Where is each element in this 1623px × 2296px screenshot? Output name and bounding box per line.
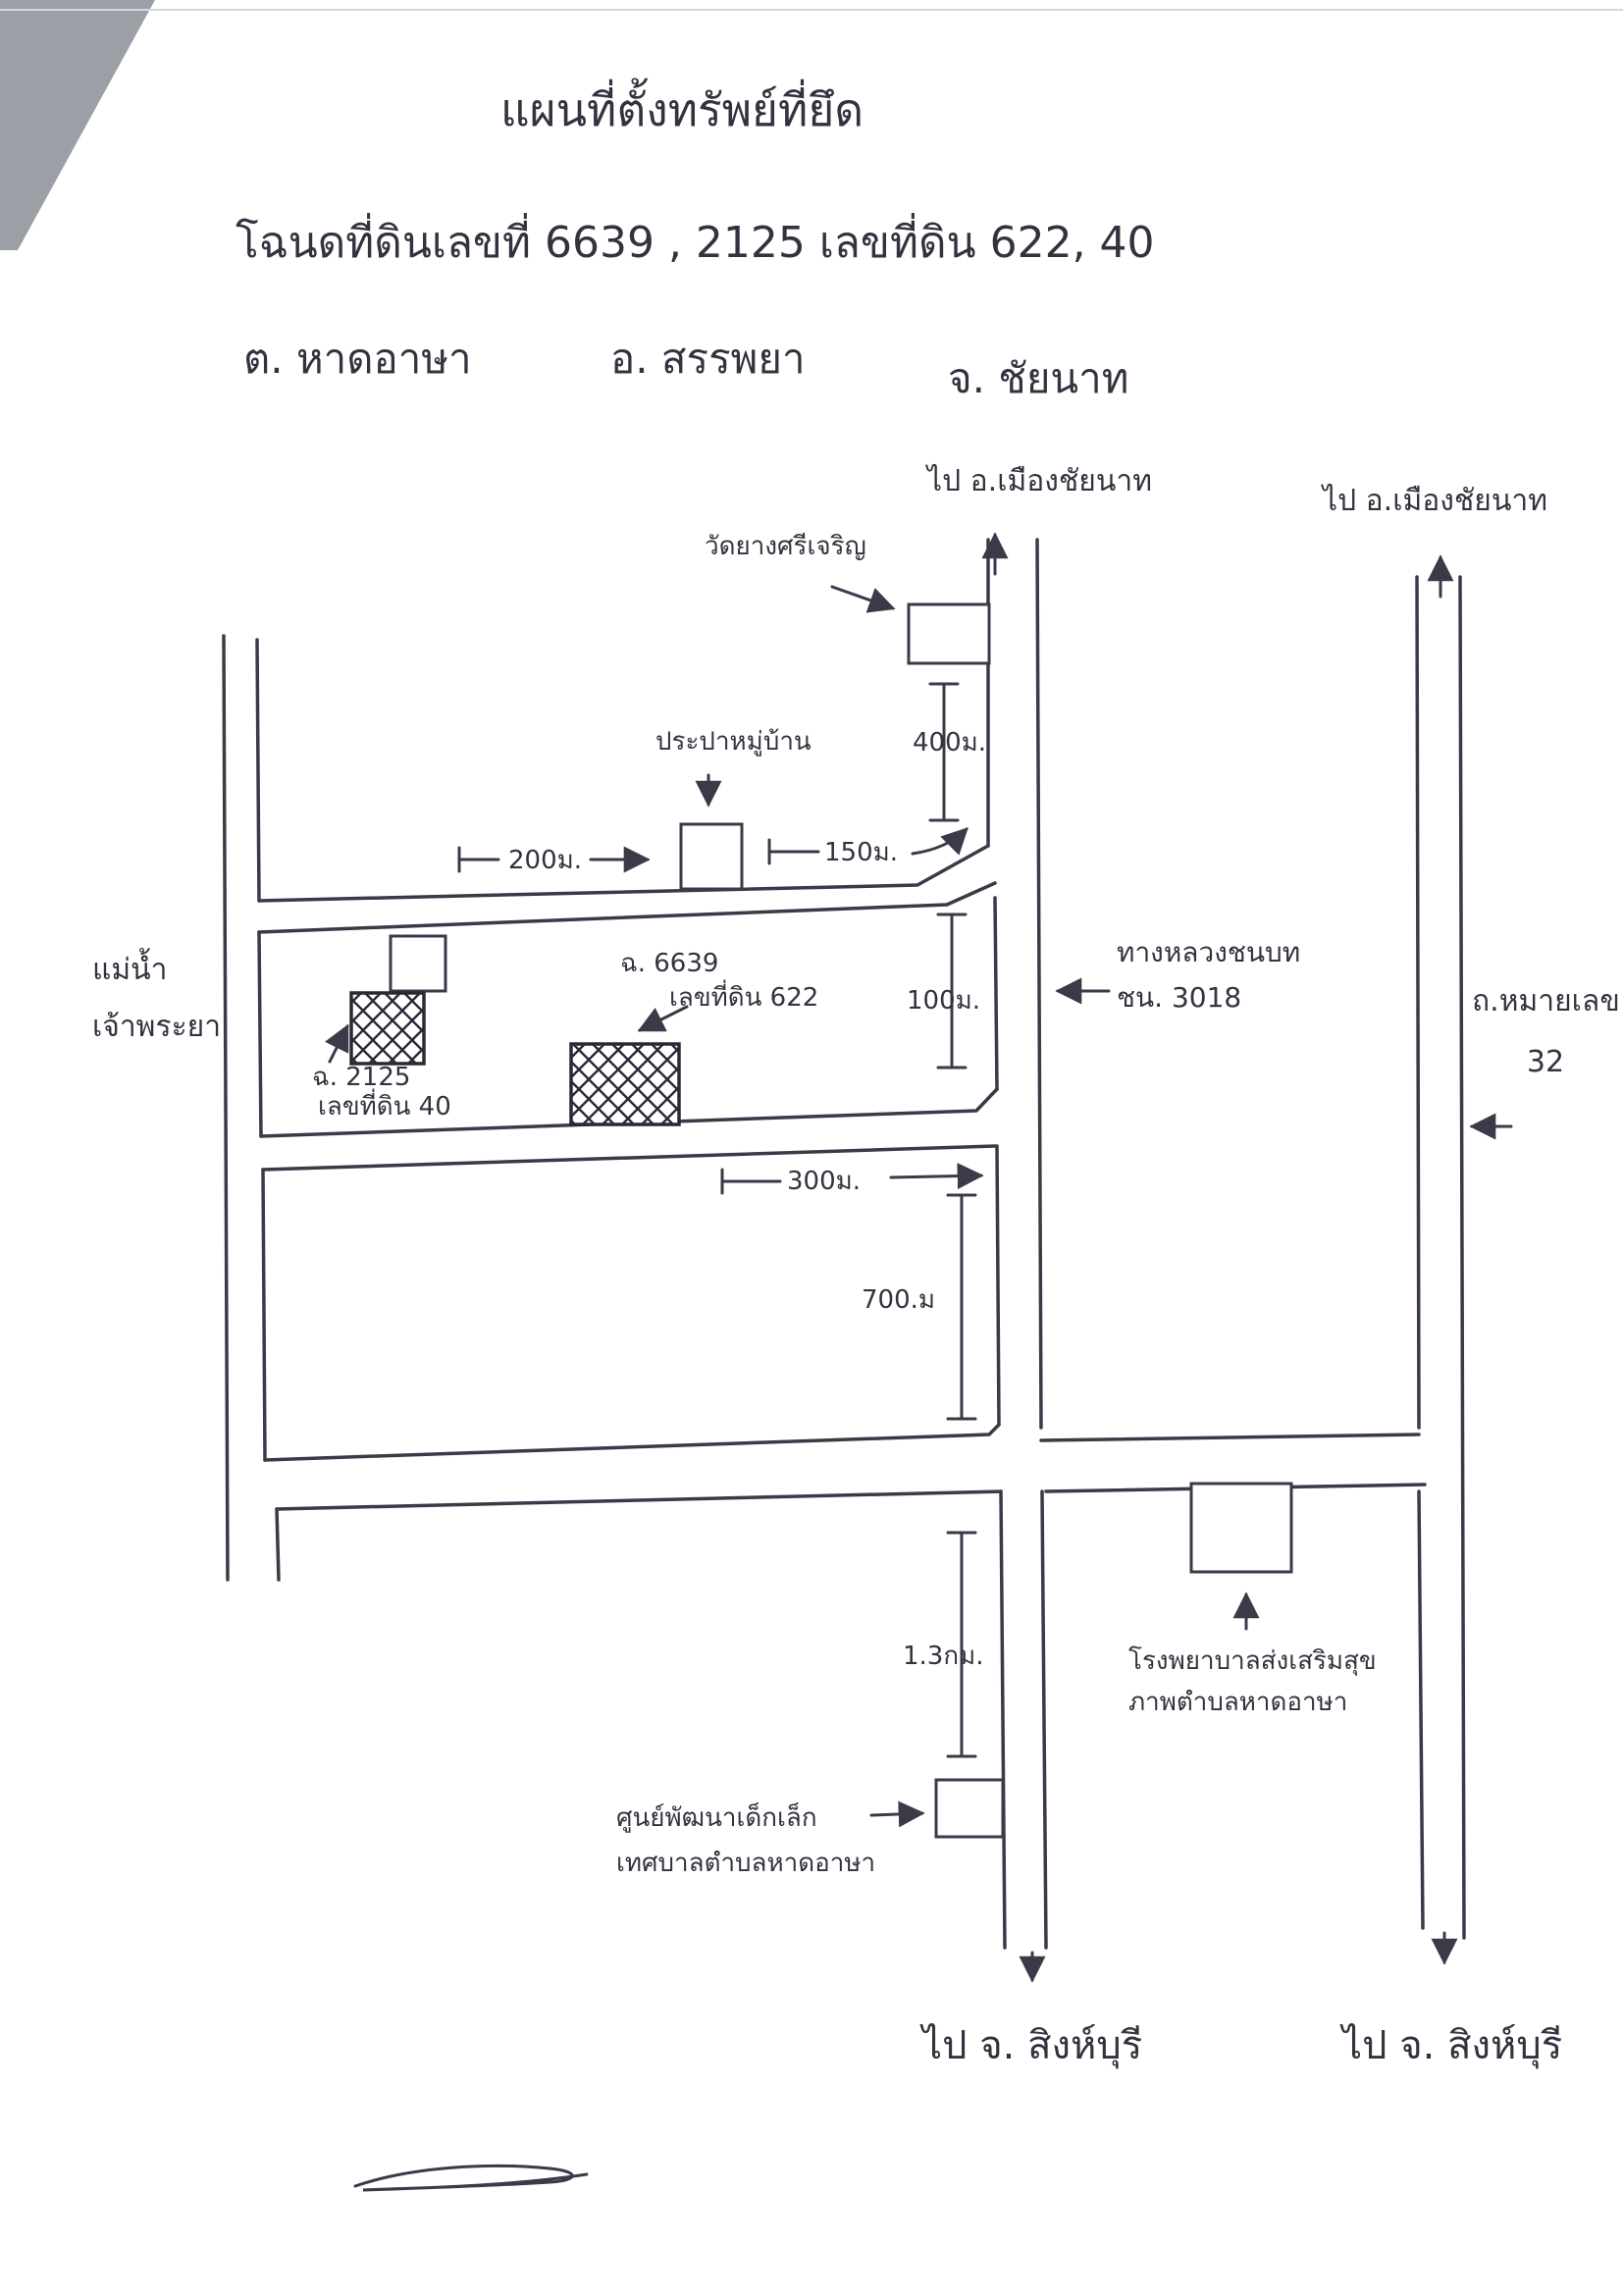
rural-road-label: ทางหลวงชนบท ชน. 3018 [1117,936,1301,1014]
deed-numbers-line: โฉนดที่ดินเลขที่ 6639 , 2125 เลขที่ดิน 6… [236,212,1155,268]
temple-building [907,602,991,665]
childcare-label-box: ศูนย์พัฒนาเด็กเล็กเทศบาลตำบลหาดอาษา [616,1803,876,1878]
childcare-arrow [869,1800,925,1828]
rural-road-west-lower [999,1489,1007,1950]
road-left-inner-mid [257,930,263,1138]
soi2-bottom [261,1144,997,1172]
dim-300-line [720,1168,782,1195]
house-small [389,934,447,993]
dim-150-arrow [911,827,969,856]
rural-road-east-lower [1040,1489,1048,1950]
parcel-2125 [349,991,426,1066]
river-label: แม่น้ำเจ้าพระยา [92,953,220,1044]
temple-label: วัดยางศรีเจริญ [705,532,866,561]
dim-400-label: 400ม. [913,728,986,757]
soi3-bottom [275,1489,1003,1511]
dim-100-label: 100ม. [907,986,980,1016]
rural-road-west-block [995,1144,1001,1427]
rural-road-east-full [1035,538,1043,1430]
hospital-label-box: โรงพยาบาลส่งเสริมสุขภาพตำบลหาดอาษา [1128,1646,1377,1717]
soi1-top [257,844,990,903]
road-left-inner-block [261,1168,267,1462]
hospital-building [1189,1482,1293,1574]
parcel-6639-arrow [637,1005,689,1032]
soi3-top [263,1423,1001,1462]
dim-700-label: 700.ม [862,1285,935,1315]
dim-150-line [767,838,820,865]
dim-300-label: 300ม. [787,1167,861,1196]
hospital-label: โรงพยาบาลส่งเสริมสุขภาพตำบลหาดอาษา [1128,1646,1377,1717]
parcel-6639-deed: ฉ. 6639 [620,949,718,978]
dim-1300-line [946,1531,977,1758]
highway-west-lower [1417,1489,1425,1930]
direction-north-local: ไป อ.เมืองชัยนาท [925,463,1152,498]
rural-road-label-box: ทางหลวงชนบท ชน. 3018 [1117,936,1301,1014]
cross-road-east-top [1039,1433,1421,1442]
dim-100-line [936,913,968,1070]
river-label-box: แม่น้ำเจ้าพระยา [92,953,220,1044]
signature-scribble [353,2164,589,2192]
childcare-building [934,1778,1005,1839]
map-title: แผนที่ตั้งทรัพย์ที่ยึด [500,78,864,136]
dim-200-line [457,846,500,873]
subdistrict-label: ต. หาดอาษา [243,335,472,383]
dim-200-label: 200ม. [508,846,582,875]
parcel-6639 [569,1042,681,1126]
childcare-label: ศูนย์พัฒนาเด็กเล็กเทศบาลตำบลหาดอาษา [616,1803,876,1878]
highway-east [1458,575,1466,1940]
direction-south-local: ไป จ. สิงห์บุรี [919,2023,1142,2069]
direction-north-highway: ไป อ.เมืองชัยนาท [1321,483,1547,518]
dim-300-arrow [889,1163,984,1190]
rural-road-west-mid [993,896,999,1091]
direction-south-highway: ไป จ. สิงห์บุรี [1339,2023,1562,2069]
province-label: จ. ชัยนาท [948,354,1128,402]
soi1-bottom [257,881,997,934]
parcel-6639-landno: เลขที่ดิน 622 [669,979,818,1013]
parcel-2125-deed: ฉ. 2125 [312,1063,410,1092]
dim-150-label: 150ม. [824,838,898,867]
district-label: อ. สรรพยา [610,335,806,383]
road-left-inner-lower [275,1507,281,1582]
highway-label-box: ถ.หมายเลข 32 [1472,984,1619,1079]
soi2-top [259,1087,999,1138]
river-bank-inner-upper [255,638,261,903]
water-supply-label: ประปาหมู่บ้าน [655,727,812,757]
highway-label: ถ.หมายเลข 32 [1472,984,1619,1079]
water-supply-building [679,822,744,891]
river-bank-outer [222,634,230,1582]
parcel-2125-arrow [325,1023,349,1064]
temple-arrow [830,585,896,613]
page-corner-fold [0,0,155,250]
highway-west [1415,575,1421,1430]
dim-400-line [928,682,960,822]
parcel-2125-landno: เลขที่ดิน 40 [318,1088,451,1122]
dim-1300-label: 1.3กม. [903,1642,984,1671]
dim-700-line [946,1193,977,1421]
